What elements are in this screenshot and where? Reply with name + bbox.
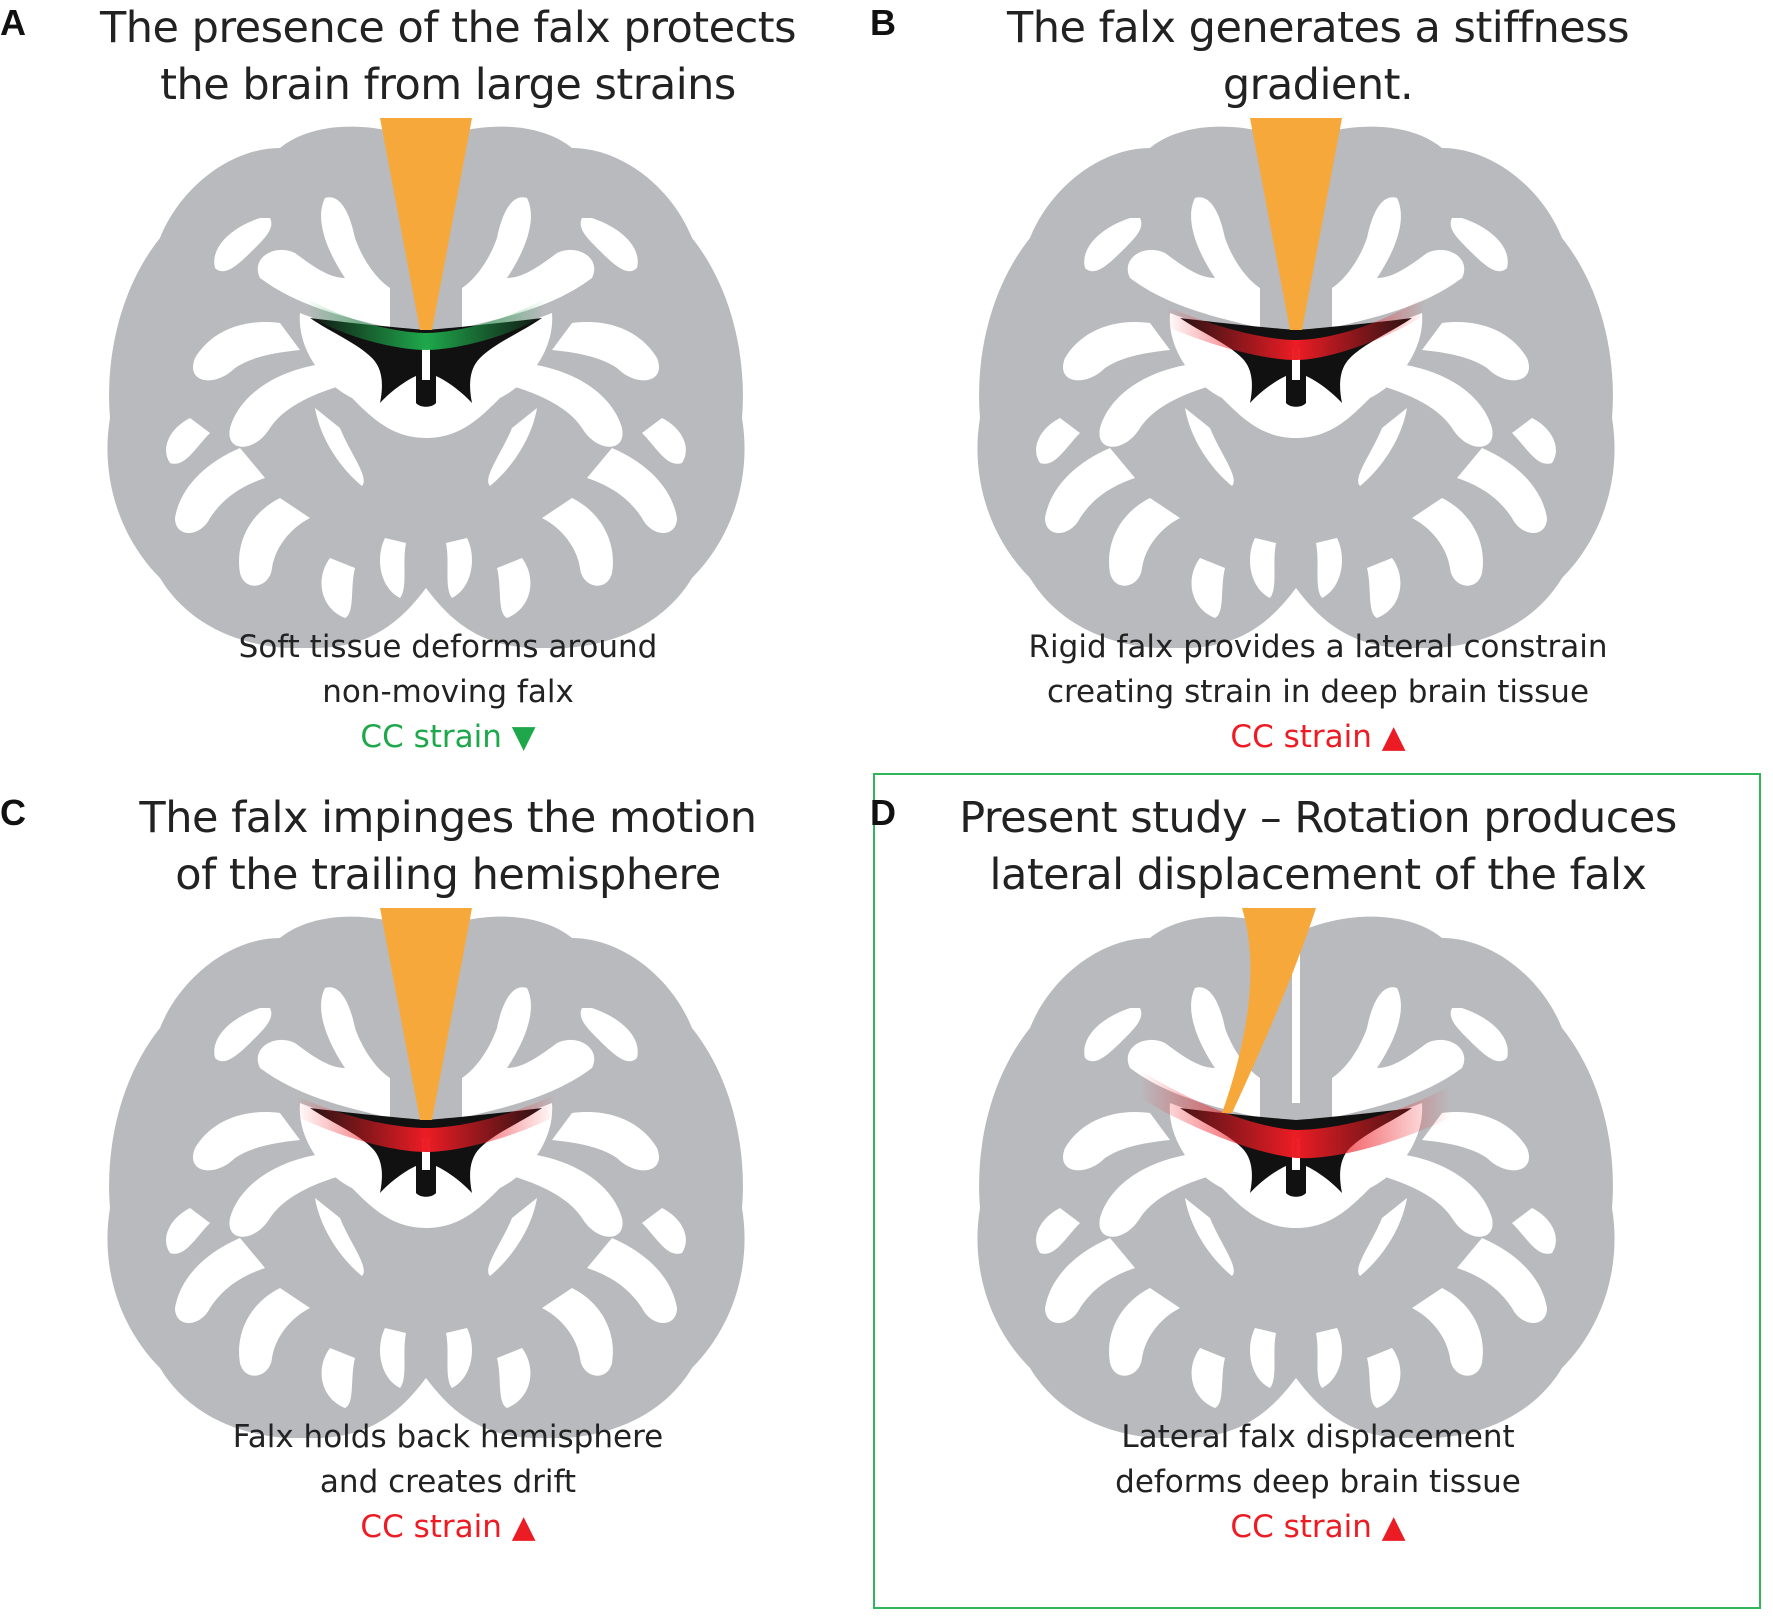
panel-caption: Lateral falx displacement deforms deep b… [918,1415,1718,1550]
panel-a: A The presence of the falx protects the … [0,0,886,810]
falx-shape [380,908,472,1120]
panel-d: D Present study – Rotation produces late… [870,790,1756,1600]
strain-indicator: CC strain ▲ [918,715,1718,760]
panel-caption: Falx holds back hemisphere and creates d… [48,1415,848,1550]
caption-line-2: deforms deep brain tissue [1115,1464,1521,1500]
falx-shape [1250,118,1342,330]
panel-c: C The falx impinges the motion of the tr… [0,790,886,1600]
panel-title: The presence of the falx protects the br… [48,0,848,114]
caption-line-1: Falx holds back hemisphere [232,1419,664,1455]
title-line-1: The falx generates a stiffness [1006,3,1630,53]
panel-caption: Rigid falx provides a lateral constrain … [918,625,1718,760]
highlight-frame [873,773,1761,1609]
title-line-1: The presence of the falx protects [100,3,796,53]
strain-label: CC strain [1230,1509,1372,1545]
caption-line-2: creating strain in deep brain tissue [1046,674,1590,710]
strain-indicator: CC strain ▼ [48,715,848,760]
brain-illustration [977,118,1615,648]
brain-illustration [107,118,745,648]
caption-line-1: Lateral falx displacement [1121,1419,1515,1455]
caption-line-1: Rigid falx provides a lateral constrain [1028,629,1608,665]
panel-letter: D [870,792,896,833]
strain-band [1166,296,1426,360]
falx-shape [380,118,472,330]
panel-letter: C [0,792,26,833]
title-line-2: of the trailing hemisphere [175,850,721,900]
title-line-1: Present study – Rotation produces [959,793,1677,843]
panel-letter: A [0,2,26,43]
strain-indicator: CC strain ▲ [918,1505,1718,1550]
panel-caption: Soft tissue deforms around non-moving fa… [48,625,848,760]
strain-band [1140,1070,1450,1159]
strain-indicator: CC strain ▲ [48,1505,848,1550]
brain-illustration [107,908,745,1438]
title-line-2: gradient. [1222,60,1414,110]
strain-up-arrow-icon: ▲ [1381,1509,1406,1545]
strain-label: CC strain [1230,719,1372,755]
panel-letter: B [870,2,896,43]
strain-down-arrow-icon: ▼ [511,719,536,755]
caption-line-1: Soft tissue deforms around [238,629,658,665]
falx-shape [1222,908,1316,1113]
panel-title: The falx generates a stiffness gradient. [918,0,1718,114]
panel-title: The falx impinges the motion of the trai… [48,790,848,904]
caption-line-2: and creates drift [319,1464,577,1500]
brain-illustration [977,908,1615,1438]
panel-title: Present study – Rotation produces latera… [918,790,1718,904]
strain-up-arrow-icon: ▲ [1381,719,1406,755]
caption-line-2: non-moving falx [322,674,574,710]
title-line-2: the brain from large strains [160,60,736,110]
strain-band [296,1094,556,1152]
panel-b: B The falx generates a stiffness gradien… [870,0,1756,810]
strain-label: CC strain [360,1509,502,1545]
strain-label: CC strain [360,719,502,755]
strain-up-arrow-icon: ▲ [511,1509,536,1545]
title-line-1: The falx impinges the motion [139,793,757,843]
title-line-2: lateral displacement of the falx [989,850,1647,900]
strain-band [306,298,546,350]
